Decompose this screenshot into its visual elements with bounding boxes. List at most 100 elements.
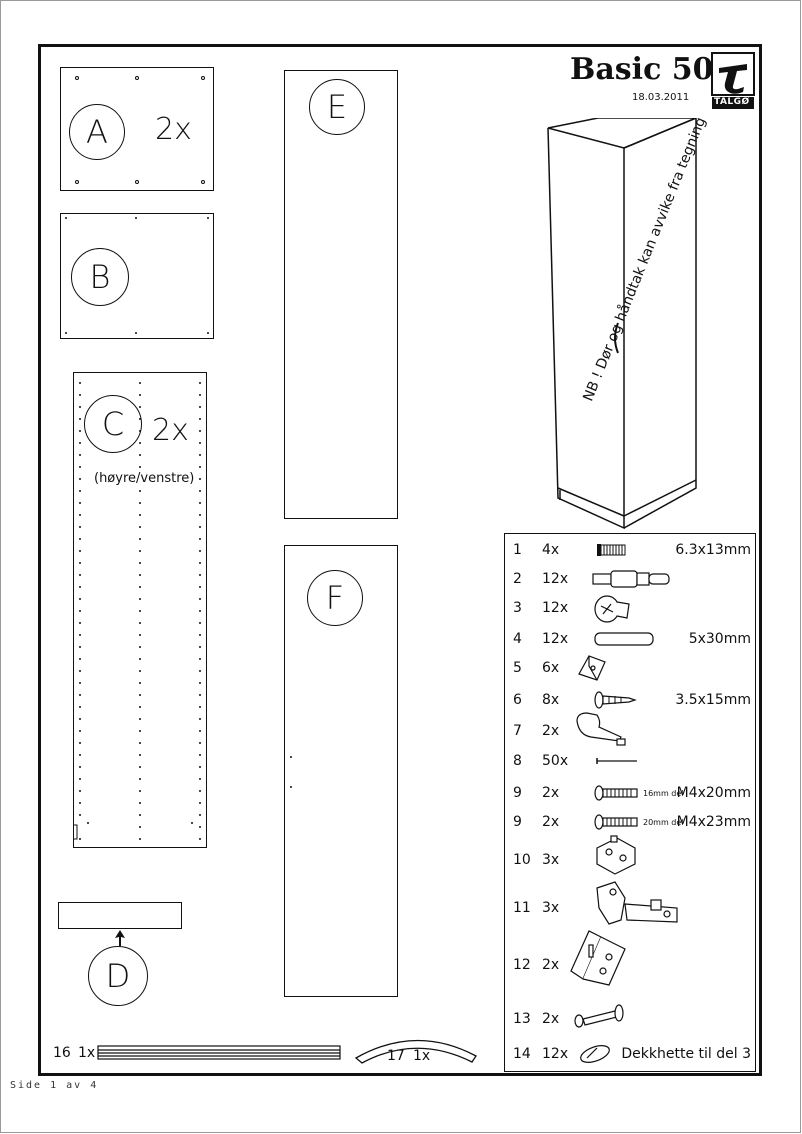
part-number: 5 bbox=[513, 660, 522, 676]
part-number: 11 bbox=[513, 900, 531, 916]
part-quantity: 2x bbox=[542, 957, 560, 973]
part-number: 12 bbox=[513, 957, 531, 973]
panel-c-label: C bbox=[84, 395, 142, 453]
panel-b: B bbox=[60, 213, 214, 339]
revision-date: 18.03.2011 bbox=[632, 92, 690, 103]
cabinet-illustration bbox=[536, 116, 706, 536]
part-number: 14 bbox=[513, 1046, 531, 1062]
machine-screw-icon bbox=[591, 779, 641, 811]
panel-b-label: B bbox=[71, 248, 129, 306]
part-quantity: 12x bbox=[542, 631, 569, 647]
talgo-logo: TALGØ bbox=[711, 52, 755, 110]
part-quantity: 2x bbox=[542, 814, 560, 830]
part-quantity: 2x bbox=[542, 1011, 560, 1027]
panel-c-note: (høyre/venstre) bbox=[94, 471, 195, 486]
panel-f: F bbox=[284, 545, 398, 997]
rail-strip-icon bbox=[97, 1044, 341, 1066]
panel-d-arrow bbox=[114, 930, 126, 950]
panel-f-label: F bbox=[307, 570, 363, 626]
part-number: 7 bbox=[513, 723, 522, 739]
part-quantity: 4x bbox=[542, 542, 560, 558]
part-quantity: 2x bbox=[542, 785, 560, 801]
part-17-quantity: 1x bbox=[413, 1048, 431, 1064]
part-quantity: 6x bbox=[542, 660, 560, 676]
parts-row: 1 4x 6.3x13mm bbox=[505, 536, 757, 564]
part-number: 6 bbox=[513, 692, 522, 708]
part-number: 9 bbox=[513, 785, 522, 801]
parts-row: 10 3x bbox=[505, 835, 757, 875]
page-number: Side 1 av 4 bbox=[10, 1080, 99, 1091]
part-sub-note: 20mm del bbox=[643, 818, 684, 827]
hinge-plate-icon bbox=[591, 834, 641, 882]
part-number: 3 bbox=[513, 600, 522, 616]
part-description: 6.3x13mm bbox=[675, 542, 751, 558]
parts-row: 13 2x bbox=[505, 1004, 757, 1033]
corner-bracket-icon bbox=[575, 654, 611, 688]
panel-c-hole-rows bbox=[74, 382, 201, 840]
parts-list: 1 4x 6.3x13mm 2 12x 3 12x 4 12x 5x30mm 5… bbox=[504, 533, 756, 1072]
wood-screw-icon bbox=[591, 686, 641, 718]
part-16-number: 16 bbox=[53, 1045, 71, 1061]
panel-d-label: D bbox=[88, 946, 148, 1006]
parts-row: 9 2x 16mm del M4x20mm bbox=[505, 779, 757, 807]
parts-row: 7 2x bbox=[505, 712, 757, 746]
parts-row: 3 12x bbox=[505, 594, 757, 623]
panel-a-qty: 2x bbox=[155, 112, 192, 147]
parts-row: 8 50x bbox=[505, 747, 757, 775]
part-description: Dekkhette til del 3 bbox=[621, 1046, 751, 1062]
parts-row: 2 12x bbox=[505, 565, 757, 593]
drawing-frame bbox=[38, 44, 762, 1076]
panel-e: E bbox=[284, 70, 398, 519]
part-number: 8 bbox=[513, 753, 522, 769]
part-sub-note: 16mm del bbox=[643, 789, 684, 798]
wall-bracket-icon bbox=[567, 927, 637, 991]
handle-icon bbox=[352, 1030, 480, 1070]
part-description: M4x20mm bbox=[676, 785, 751, 801]
panel-c: C 2x (høyre/venstre) bbox=[73, 372, 207, 848]
machine-screw-icon bbox=[591, 808, 641, 840]
logo-text: TALGØ bbox=[714, 97, 750, 107]
part-number: 4 bbox=[513, 631, 522, 647]
cover-cap-icon bbox=[577, 1040, 617, 1072]
part-quantity: 12x bbox=[542, 1046, 569, 1062]
part-quantity: 12x bbox=[542, 571, 569, 587]
parts-row: 14 12x Dekkhette til del 3 bbox=[505, 1040, 757, 1068]
part-number: 2 bbox=[513, 571, 522, 587]
parts-row: 12 2x bbox=[505, 930, 757, 986]
panel-c-qty: 2x bbox=[152, 413, 189, 448]
part-16-quantity: 1x bbox=[78, 1045, 96, 1061]
part-description: M4x23mm bbox=[676, 814, 751, 830]
panel-d bbox=[58, 902, 182, 929]
part-quantity: 50x bbox=[542, 753, 569, 769]
hinge-icon bbox=[591, 880, 701, 936]
part-number: 13 bbox=[513, 1011, 531, 1027]
parts-row: 6 8x 3.5x15mm bbox=[505, 686, 757, 714]
parts-row: 5 6x bbox=[505, 654, 757, 682]
shelf-support-icon bbox=[571, 711, 631, 755]
cam-lock-icon bbox=[591, 594, 641, 628]
parts-row: 9 2x 20mm del M4x23mm bbox=[505, 808, 757, 836]
cam-bolt-icon bbox=[591, 565, 681, 597]
part-quantity: 2x bbox=[542, 723, 560, 739]
parts-row: 11 3x bbox=[505, 881, 757, 925]
part-description: 5x30mm bbox=[688, 631, 751, 647]
part-description: 3.5x15mm bbox=[675, 692, 751, 708]
parts-row: 4 12x 5x30mm bbox=[505, 625, 757, 653]
dowel-icon bbox=[591, 625, 661, 657]
page-title: Basic 50 bbox=[570, 52, 714, 87]
part-17-number: 17 bbox=[387, 1048, 405, 1064]
panel-e-label: E bbox=[309, 79, 365, 135]
part-number: 1 bbox=[513, 542, 522, 558]
part-number: 9 bbox=[513, 814, 522, 830]
part-number: 10 bbox=[513, 852, 531, 868]
panel-a: A 2x bbox=[60, 67, 214, 191]
part-quantity: 3x bbox=[542, 852, 560, 868]
screw-icon bbox=[591, 536, 651, 568]
part-quantity: 12x bbox=[542, 600, 569, 616]
bolt-icon bbox=[571, 999, 631, 1039]
panel-a-label: A bbox=[69, 104, 125, 160]
nail-icon bbox=[591, 747, 641, 779]
part-quantity: 8x bbox=[542, 692, 560, 708]
part-quantity: 3x bbox=[542, 900, 560, 916]
